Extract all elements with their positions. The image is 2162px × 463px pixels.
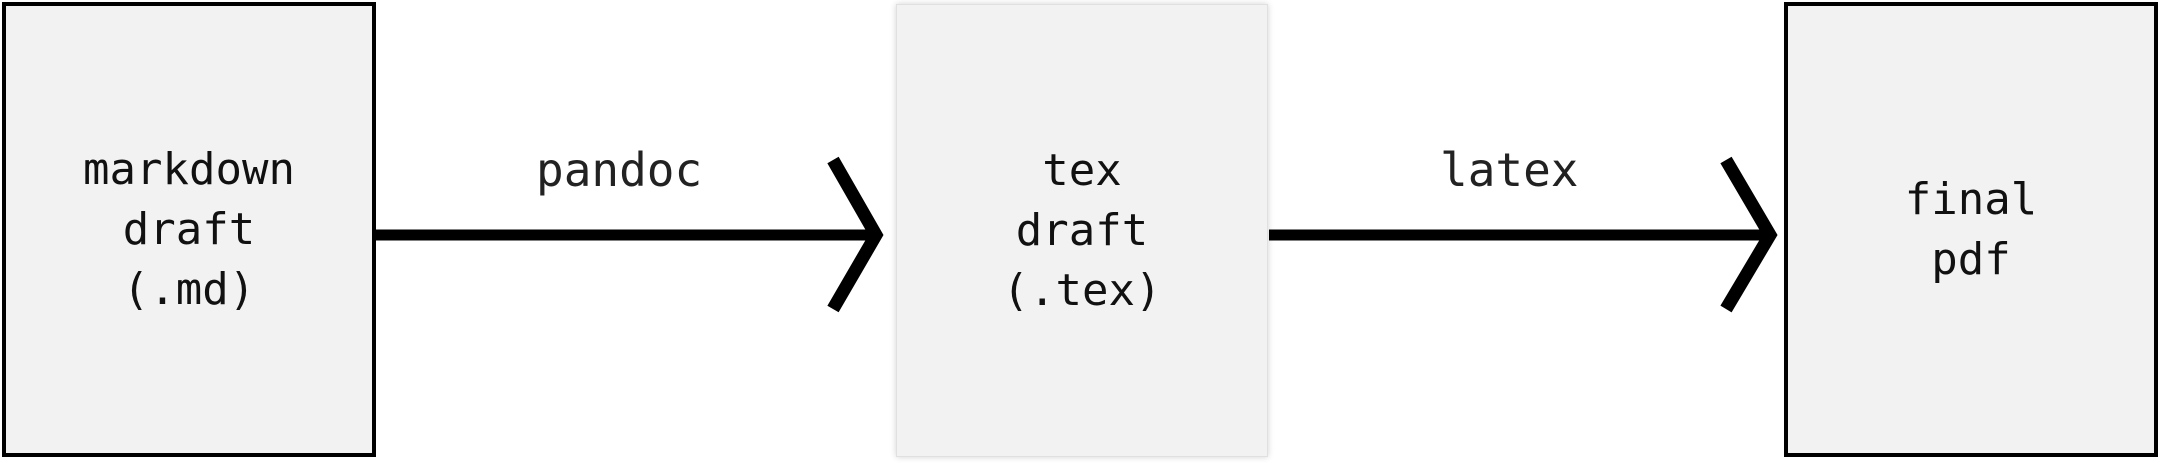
node-label-line: draft — [122, 203, 256, 255]
node-markdown-draft: markdown draft (.md) — [2, 2, 376, 457]
arrow-head-pandoc — [827, 156, 884, 313]
node-label-line: pdf — [1931, 233, 2011, 285]
node-final-pdf: final pdf — [1784, 2, 2158, 457]
node-label-line: markdown — [83, 143, 295, 195]
node-label-line: draft — [1015, 204, 1149, 256]
node-tex-draft: tex draft (.tex) — [896, 4, 1268, 457]
edge-label-pandoc: pandoc — [536, 143, 703, 197]
arrow-head-latex — [1720, 156, 1778, 313]
node-label-line: final — [1904, 173, 2038, 225]
node-label-line: (.md) — [122, 263, 256, 315]
node-label-line: (.tex) — [1002, 264, 1162, 316]
edge-label-latex: latex — [1440, 143, 1579, 197]
node-label-line: tex — [1042, 144, 1122, 196]
